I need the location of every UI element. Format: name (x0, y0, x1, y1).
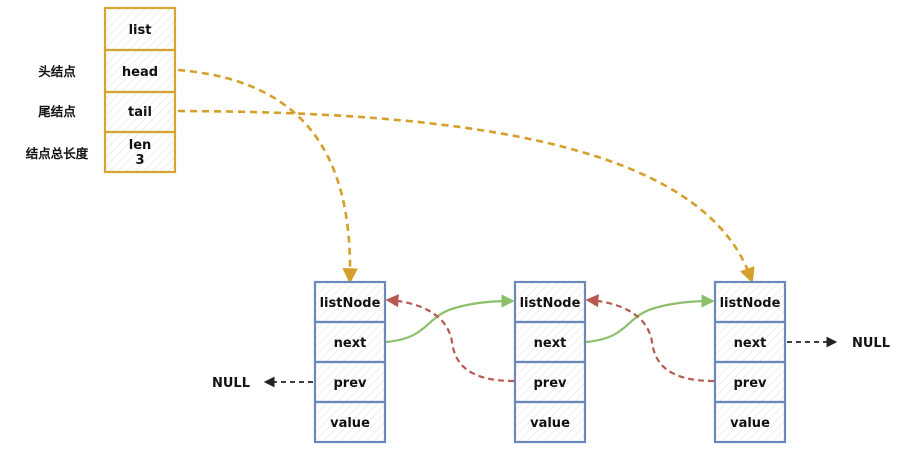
node2-next-label: next (534, 336, 567, 351)
list-len-cell (103, 130, 177, 174)
list-node-1: listNode next prev value (313, 280, 387, 444)
list-node-2: listNode next prev value (513, 280, 587, 444)
node1-value-cell (313, 400, 387, 444)
node2-prev-label: prev (533, 376, 567, 391)
node3-value-cell (713, 400, 787, 444)
node1-next-label: next (334, 336, 367, 351)
node3-prev-label: prev (733, 376, 767, 391)
null-left-label: NULL (212, 376, 250, 391)
node3-value-label: value (730, 416, 770, 431)
list-len-label: len (129, 138, 152, 153)
node2-value-cell (513, 400, 587, 444)
tail-pointer-arrow (177, 109, 755, 284)
node3-next-label: next (734, 336, 767, 351)
node2-prev-cell (513, 360, 587, 404)
node1-value-label: value (330, 416, 370, 431)
node1-prev-label: prev (333, 376, 367, 391)
head-node-annotation: 头结点 (38, 64, 76, 79)
node3-prev-arrow (585, 294, 715, 383)
node1-next-cell (313, 320, 387, 364)
node2-prev-arrow (385, 294, 515, 383)
list-len-value: 3 (135, 153, 144, 168)
list-struct: list head tail len 3 头结点 尾结点 结点总长度 (26, 6, 177, 174)
node2-next-arrow (585, 294, 715, 344)
node2-value-label: value (530, 416, 570, 431)
node3-title: listNode (720, 296, 781, 311)
tail-node-annotation: 尾结点 (38, 104, 76, 119)
node2-title: listNode (520, 296, 581, 311)
null-right-label: NULL (852, 336, 890, 351)
node1-next-arrow (385, 294, 515, 344)
list-tail-label: tail (128, 105, 152, 120)
list-head-label: head (122, 65, 158, 80)
node2-next-cell (513, 320, 587, 364)
list-node-3: listNode next prev value (713, 280, 787, 444)
head-pointer-arrow (177, 68, 358, 284)
node3-next-cell (713, 320, 787, 364)
length-annotation: 结点总长度 (26, 146, 89, 161)
list-title: list (129, 23, 152, 38)
node1-title: listNode (320, 296, 381, 311)
